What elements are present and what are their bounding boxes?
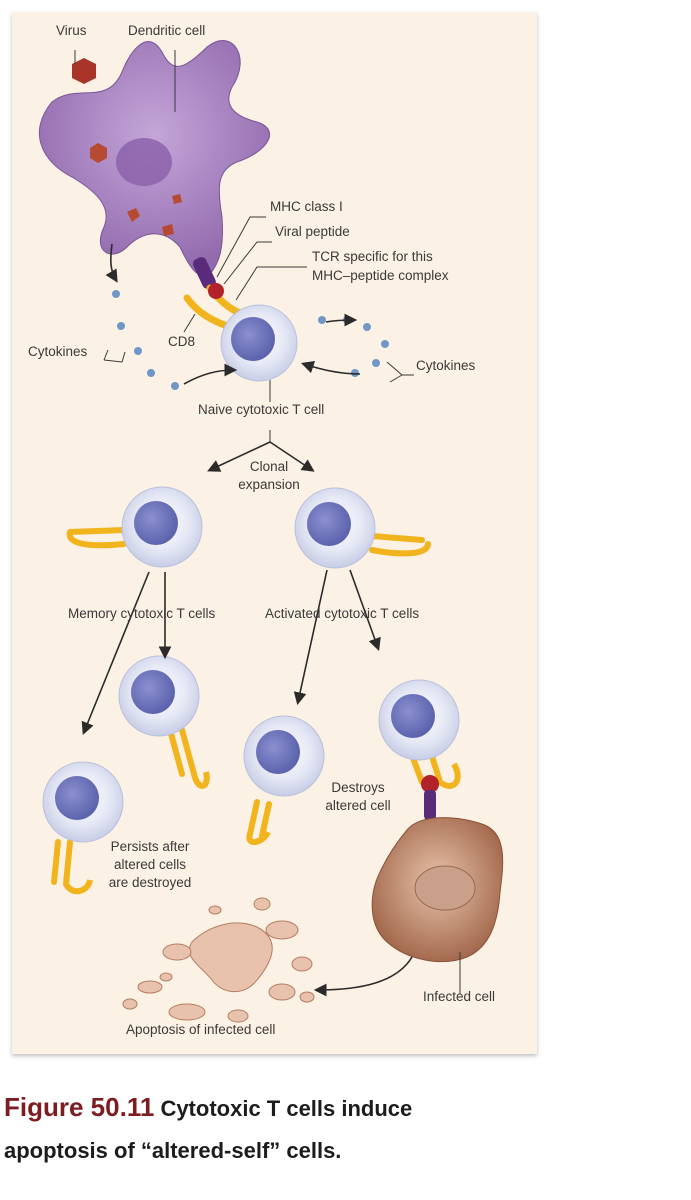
label-persists-line3: are destroyed [108,875,192,890]
infected-cell [371,817,504,963]
label-cytokines-right: Cytokines [416,358,476,373]
naive-t-cell [183,283,298,382]
label-destroys-line2: altered cell [325,798,391,813]
figure-number: Figure 50.11 [4,1092,155,1122]
label-infected-cell: Infected cell [423,989,496,1004]
label-cytokines-left: Cytokines [28,344,88,359]
figure-caption: Figure 50.11 Cytotoxic T cells induce ap… [4,1086,604,1172]
label-clonal-line1: Clonal [249,459,289,474]
activated-cell-left [243,715,325,845]
label-persists-line2: altered cells [113,857,187,872]
label-memory-cells: Memory cytotoxic T cells [68,606,216,621]
label-tcr-line2: MHC–peptide complex [312,268,449,283]
label-naive-cell: Naive cytotoxic T cell [198,402,325,417]
diagram-illustration [38,40,504,1023]
label-clonal-line2: expansion [238,477,300,492]
label-viral-peptide: Viral peptide [275,224,350,239]
clone-left [66,486,203,568]
activated-cell-right [378,679,461,820]
figure-panel: Virus Dendritic cell MHC class I Viral p… [12,12,537,1054]
dendritic-cell [38,40,270,289]
label-mhc-class-i: MHC class I [270,199,343,214]
caption-text-line1: Cytotoxic T cells induce [160,1096,413,1121]
flow-arrows [81,243,413,997]
label-virus: Virus [56,23,87,38]
label-activated-cells: Activated cytotoxic T cells [265,606,420,621]
memory-cell-lower [42,761,124,895]
label-destroys-line1: Destroys [331,780,385,795]
caption-text-line2: apoptosis of “altered-self” cells. [4,1138,342,1163]
memory-cell-upper [118,655,210,789]
label-tcr-line1: TCR specific for this [312,249,433,264]
leader-lines [74,50,461,994]
label-persists-line1: Persists after [110,839,190,854]
label-dendritic-cell: Dendritic cell [128,23,206,38]
label-cd8: CD8 [168,334,196,349]
apoptotic-fragments [122,897,315,1023]
label-apoptosis: Apoptosis of infected cell [126,1022,276,1037]
clone-right [294,487,431,569]
